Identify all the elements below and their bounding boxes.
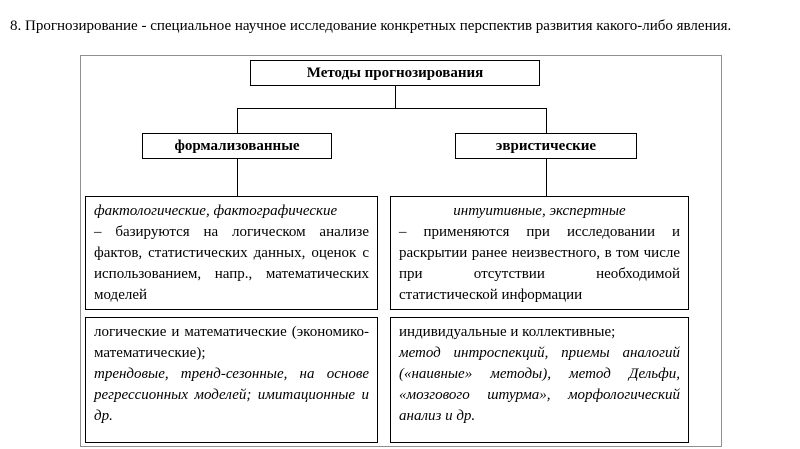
left-examples-plain: логические и математические (экономико-м… xyxy=(94,324,369,361)
right-definition-box: интуитивные, экспертные – применяются пр… xyxy=(390,196,689,310)
connector-right-branch-down xyxy=(546,108,547,133)
left-examples-box: логические и математические (экономико-м… xyxy=(85,317,378,443)
right-examples-plain: индивидуальные и коллективные; xyxy=(399,324,616,340)
connector-left-branch-down xyxy=(237,108,238,133)
right-definition-lead: интуитивные, экспертные xyxy=(453,203,626,219)
root-node-label: Методы прогнозирования xyxy=(306,64,484,81)
root-node: Методы прогнозирования xyxy=(250,60,540,86)
connector-left-definition-down xyxy=(237,159,238,196)
connector-branch-horizontal xyxy=(237,108,547,109)
slide-heading: 8. Прогнозирование - специальное научное… xyxy=(10,18,732,34)
left-definition-box: фактологические, фактографические – бази… xyxy=(85,196,378,310)
right-definition-body: – применяются при исследовании и раскрыт… xyxy=(399,224,680,303)
left-definition-lead: фактологические, фактографические xyxy=(94,203,338,219)
right-branch-node: эвристические xyxy=(455,133,637,159)
connector-right-definition-down xyxy=(546,159,547,196)
right-examples-italic: метод интроспекций, приемы аналогий («на… xyxy=(399,345,680,424)
left-branch-label: формализованные xyxy=(174,137,300,154)
left-examples-italic: трендовые, тренд-сезонные, на основе рег… xyxy=(94,366,369,424)
left-branch-node: формализованные xyxy=(142,133,332,159)
connector-root-down xyxy=(395,86,396,108)
right-examples-box: индивидуальные и коллективные; метод инт… xyxy=(390,317,689,443)
left-definition-body: – базируются на логическом анализе факто… xyxy=(94,224,369,303)
right-branch-label: эвристические xyxy=(495,137,597,154)
